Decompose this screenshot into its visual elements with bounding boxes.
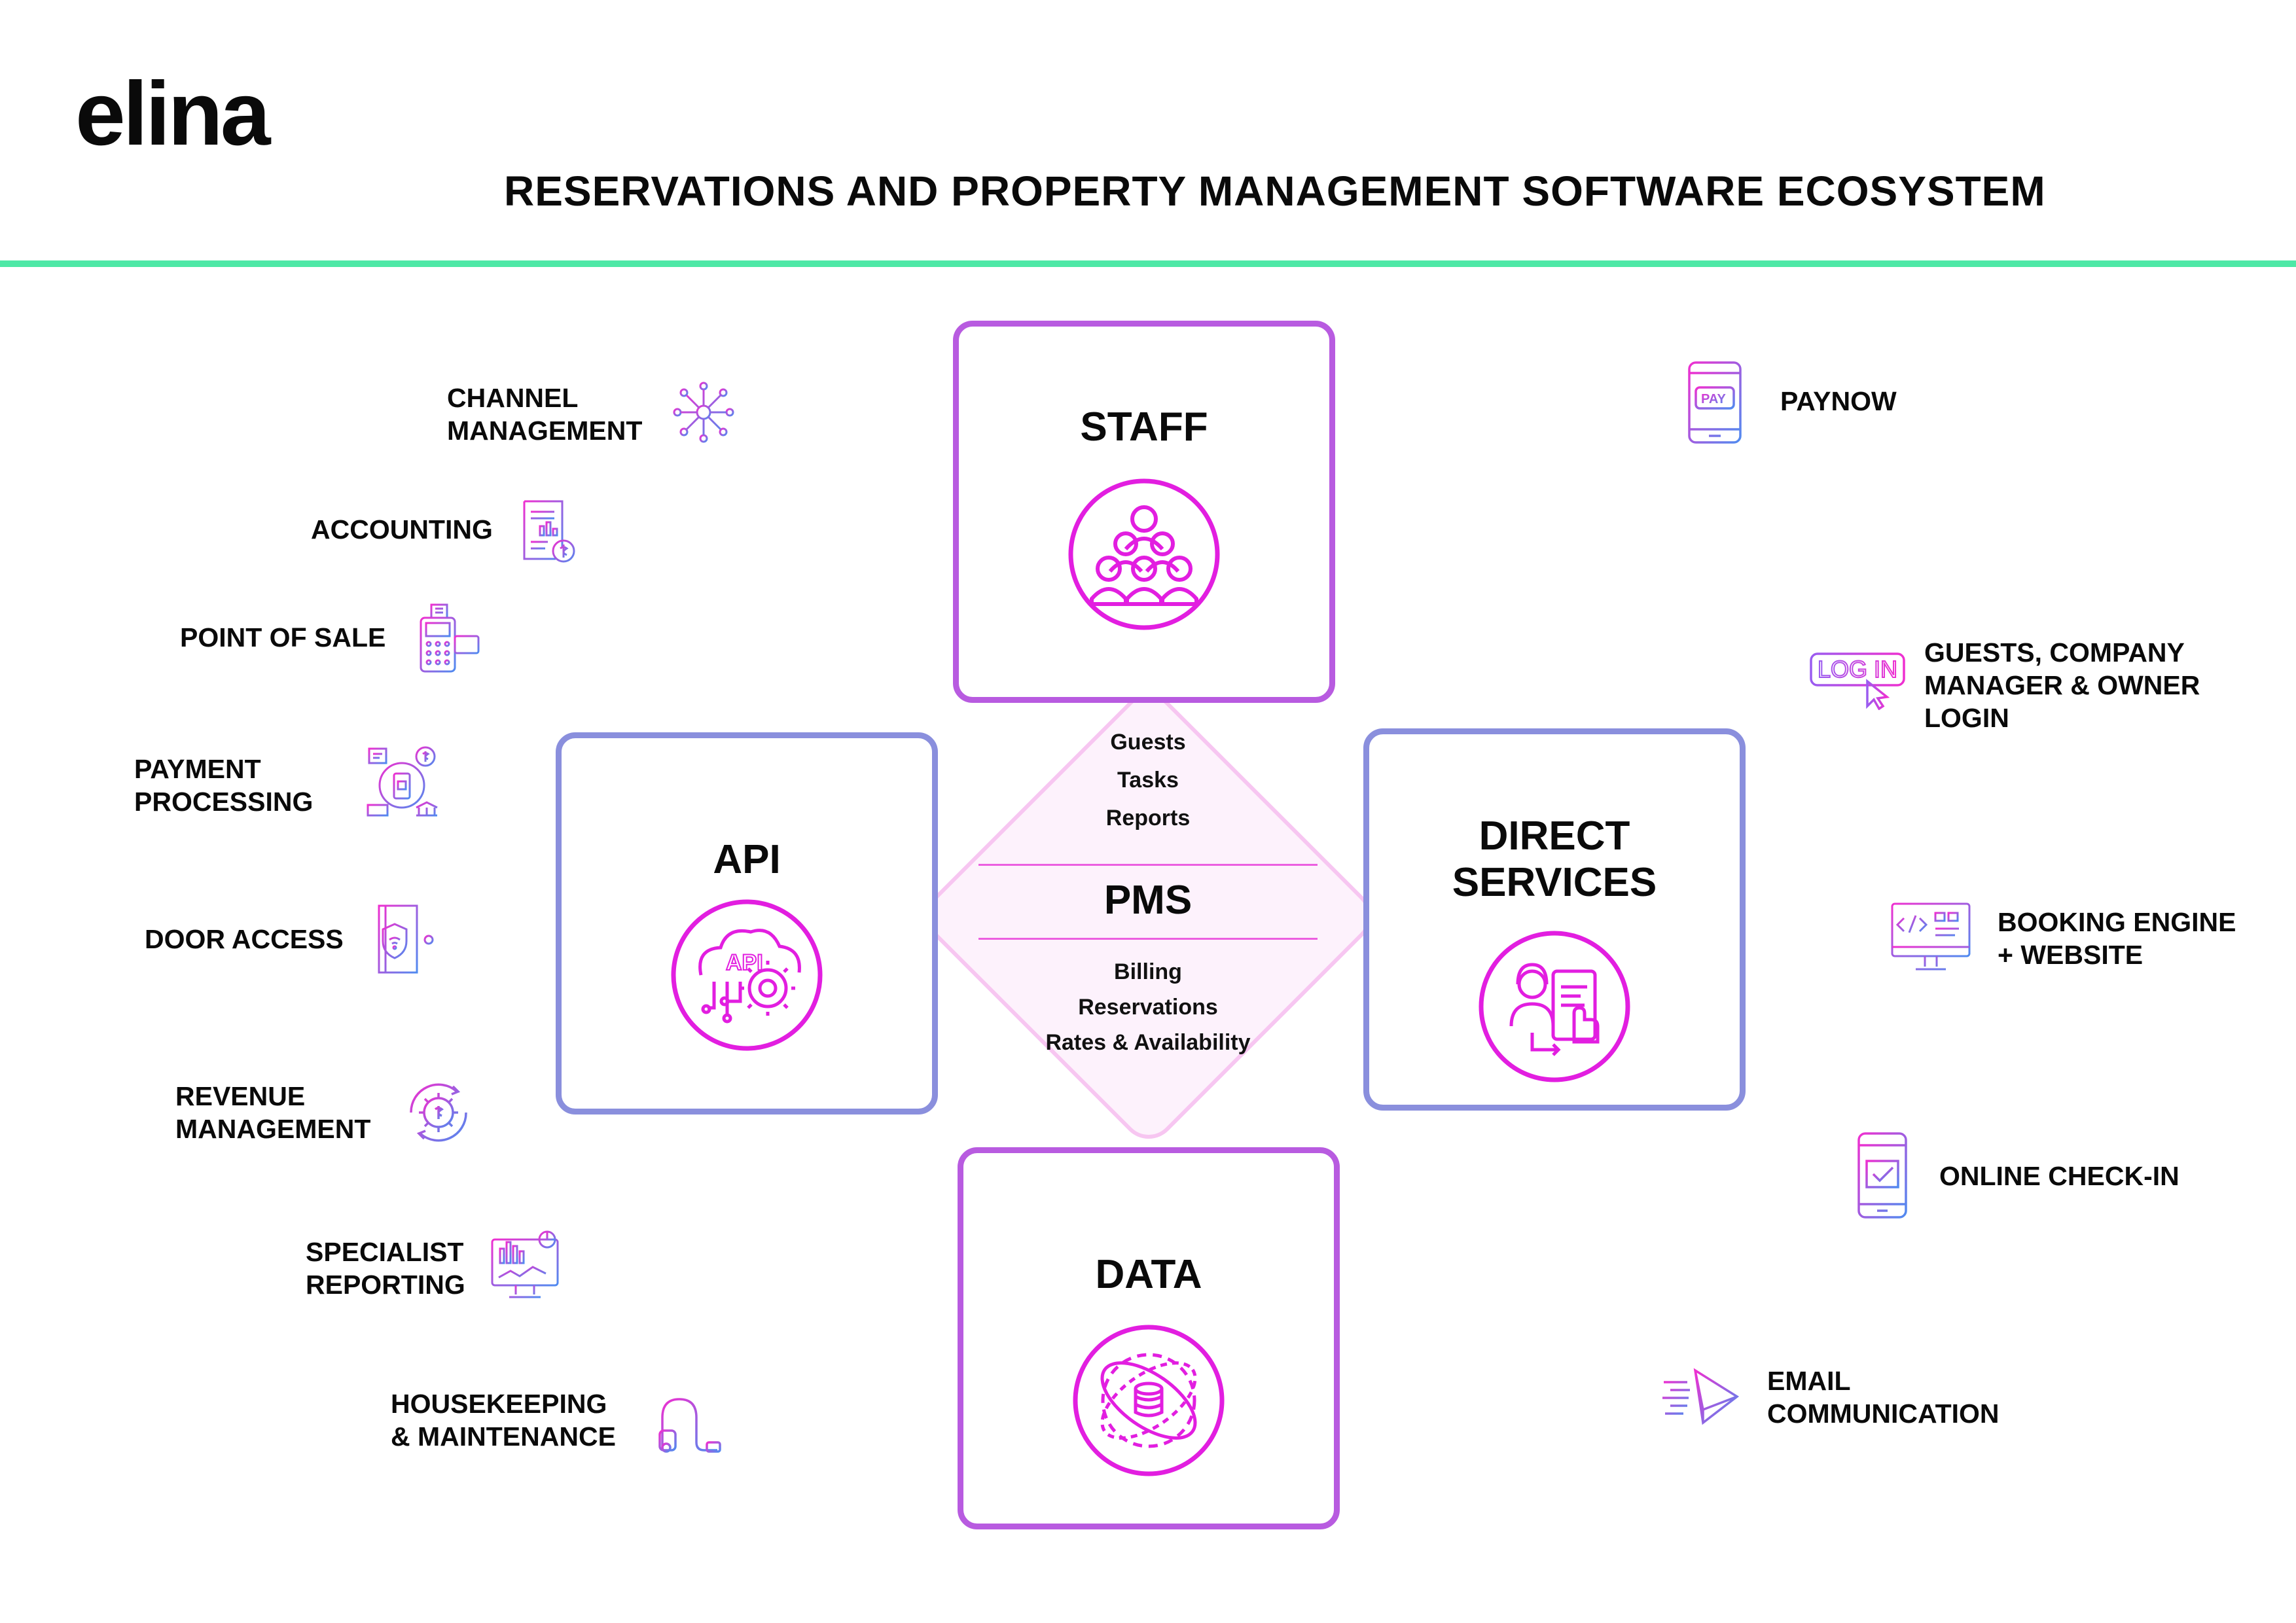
pms-divider-top bbox=[978, 864, 1318, 866]
pms-item-reservations: Reservations bbox=[1078, 995, 1218, 1020]
item-line: ONLINE CHECK-IN bbox=[1939, 1161, 2179, 1191]
payment-processing-icon bbox=[365, 745, 440, 819]
web-code-monitor-icon bbox=[1890, 901, 1972, 976]
item-line: EMAIL bbox=[1767, 1366, 1851, 1396]
item-line: CHANNEL bbox=[447, 383, 579, 413]
item-line: DOOR ACCESS bbox=[145, 924, 344, 954]
data-box: DATA bbox=[958, 1147, 1340, 1529]
item-line: PAYNOW bbox=[1780, 386, 1897, 416]
item-line: MANAGEMENT bbox=[175, 1114, 371, 1144]
vacuum-cleaner-icon bbox=[655, 1387, 723, 1455]
item-line: REVENUE bbox=[175, 1081, 306, 1111]
team-icon bbox=[1066, 476, 1223, 633]
direct-label-line2: SERVICES bbox=[1452, 860, 1657, 906]
right-item-booking-engine: BOOKING ENGINE+ WEBSITE bbox=[1998, 906, 2236, 971]
item-line: HOUSEKEEPING bbox=[391, 1389, 607, 1419]
pos-terminal-icon bbox=[416, 602, 481, 674]
smart-door-icon bbox=[370, 903, 442, 975]
left-item-accounting: ACCOUNTING bbox=[311, 513, 493, 546]
pms-item-billing: Billing bbox=[1114, 959, 1182, 984]
pms-title: PMS bbox=[1103, 878, 1193, 923]
direct-label-line1: DIRECT bbox=[1479, 813, 1630, 859]
item-line: BOOKING ENGINE bbox=[1998, 907, 2236, 937]
pay-phone-icon: PAY bbox=[1687, 360, 1743, 445]
api-label: API bbox=[713, 837, 781, 882]
item-line: POINT OF SALE bbox=[180, 622, 386, 652]
right-item-paynow: PAYNOW bbox=[1780, 385, 1897, 418]
phone-check-icon bbox=[1856, 1131, 1909, 1220]
analytics-monitor-icon bbox=[490, 1229, 564, 1304]
api-cloud-gear-icon: API bbox=[668, 897, 825, 1054]
invoice-icon bbox=[520, 499, 579, 564]
left-item-door-access: DOOR ACCESS bbox=[145, 923, 344, 955]
pms-item-tasks: Tasks bbox=[1117, 768, 1179, 793]
direct-services-box: DIRECT SERVICES bbox=[1363, 728, 1746, 1111]
item-line: + WEBSITE bbox=[1998, 940, 2144, 970]
item-line: GUESTS, COMPANY bbox=[1924, 637, 2185, 668]
item-line: MANAGEMENT bbox=[447, 416, 643, 446]
page-title: RESERVATIONS AND PROPERTY MANAGEMENT SOF… bbox=[504, 168, 2046, 215]
item-line: LOGIN bbox=[1924, 703, 2009, 733]
login-icon: LOG IN bbox=[1808, 651, 1907, 710]
item-line: PAYMENT bbox=[134, 754, 261, 784]
svg-text:PAY: PAY bbox=[1701, 392, 1726, 406]
pms-item-reports: Reports bbox=[1105, 806, 1191, 830]
staff-label: STAFF bbox=[1080, 404, 1208, 450]
left-item-point-of-sale: POINT OF SALE bbox=[180, 621, 386, 654]
item-line: SPECIALIST bbox=[306, 1237, 464, 1267]
item-line: PROCESSING bbox=[134, 787, 314, 817]
email-fast-icon bbox=[1661, 1363, 1742, 1431]
right-item-online-check-in: ONLINE CHECK-IN bbox=[1939, 1160, 2179, 1192]
header-divider bbox=[0, 260, 2296, 267]
item-line: COMMUNICATION bbox=[1767, 1399, 2000, 1429]
elina-logo: elina bbox=[75, 63, 270, 164]
item-line: MANAGER & OWNER bbox=[1924, 670, 2200, 700]
api-box: API API bbox=[556, 732, 938, 1115]
staff-box: STAFF bbox=[953, 321, 1335, 703]
item-line: & MAINTENANCE bbox=[391, 1421, 616, 1452]
direct-services-label: DIRECT SERVICES bbox=[1369, 813, 1740, 906]
revenue-gear-icon bbox=[398, 1072, 479, 1153]
center-diamond-shape bbox=[926, 694, 1371, 1139]
data-label: DATA bbox=[1095, 1252, 1202, 1297]
item-line: REPORTING bbox=[306, 1270, 465, 1300]
pms-divider-bottom bbox=[978, 938, 1318, 940]
customer-support-tablet-icon bbox=[1476, 928, 1633, 1085]
pms-item-guests: Guests bbox=[1110, 730, 1186, 755]
database-orbit-icon bbox=[1070, 1322, 1227, 1479]
left-item-housekeeping-maintenance: HOUSEKEEPING& MAINTENANCE bbox=[391, 1387, 616, 1453]
network-hub-icon bbox=[671, 380, 736, 445]
pms-item-rates-availability: Rates & Availability bbox=[1045, 1030, 1251, 1055]
item-line: ACCOUNTING bbox=[311, 514, 493, 544]
svg-text:LOG IN: LOG IN bbox=[1818, 656, 1897, 683]
